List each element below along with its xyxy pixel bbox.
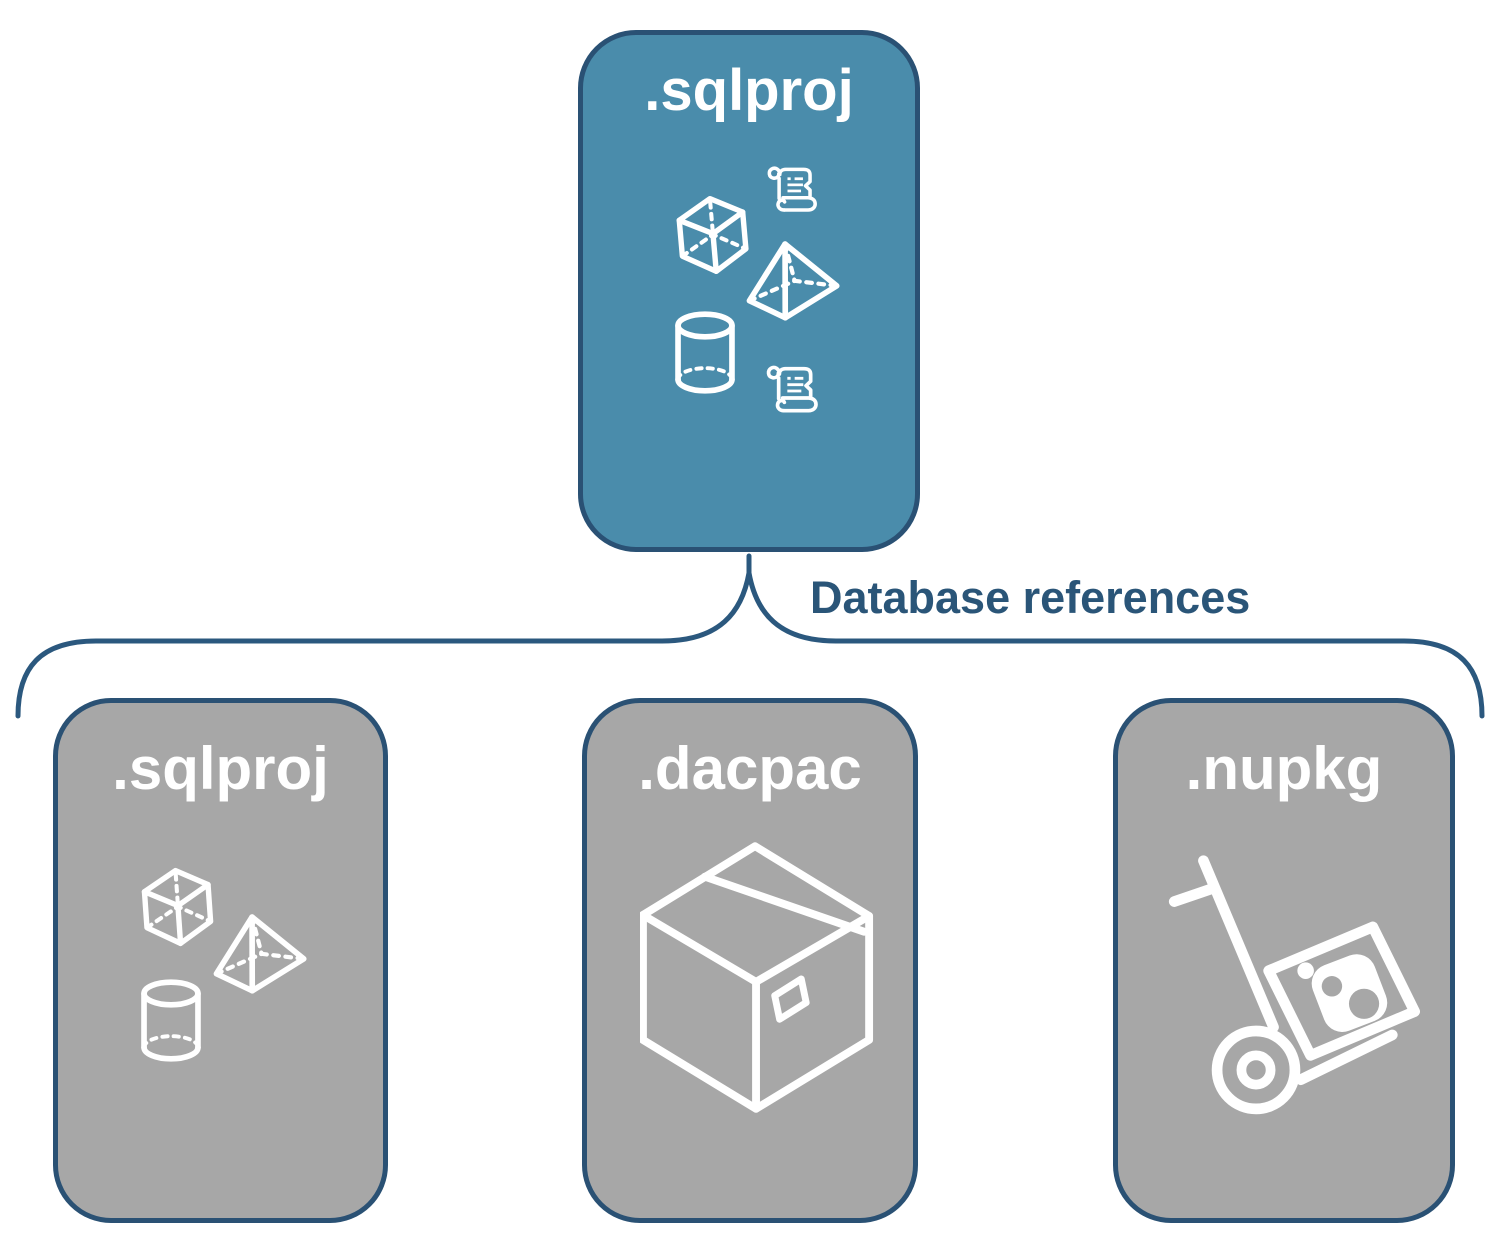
root-node-label: .sqlproj — [644, 58, 854, 123]
child-node-dacpac: .dacpac — [582, 698, 918, 1223]
child-node-label: .sqlproj — [112, 735, 329, 802]
pyramid-icon — [206, 909, 312, 1003]
edge-label-database-references: Database references — [810, 572, 1251, 623]
cylinder-icon — [670, 309, 740, 396]
child-node-label: .dacpac — [638, 735, 862, 802]
scroll-icon — [767, 166, 817, 212]
package-box-icon — [640, 842, 874, 1113]
root-node-sqlproj: .sqlproj — [578, 30, 920, 552]
child-node-label: .nupkg — [1185, 735, 1383, 802]
nuget-logo-icon — [1297, 954, 1388, 1032]
child-node-nupkg: .nupkg — [1113, 698, 1455, 1223]
pyramid-icon — [739, 236, 845, 330]
scroll-icon — [766, 365, 818, 413]
cylinder-icon — [136, 977, 206, 1064]
hand-truck-package-icon — [1168, 855, 1421, 1115]
child-node-sqlproj: .sqlproj — [53, 698, 388, 1223]
brace-connector — [15, 553, 1485, 719]
